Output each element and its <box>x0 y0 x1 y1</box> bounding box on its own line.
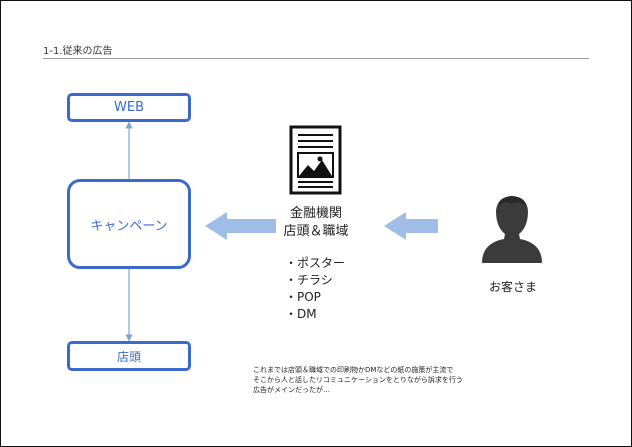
media-list: ・ポスター ・チラシ ・POP ・DM <box>285 255 345 323</box>
arrow-center-to-campaign <box>205 212 276 240</box>
list-item: ・チラシ <box>285 273 333 287</box>
campaign-box: キャンペーン <box>67 179 191 269</box>
list-item: ・ポスター <box>285 256 346 270</box>
center-label: 金融機関 店頭＆職域 <box>251 205 381 241</box>
arrow-customer-to-center <box>384 212 438 240</box>
center-line-2: 店頭＆職域 <box>283 224 349 239</box>
slide-title: 1-1.従来の広告 <box>43 46 113 57</box>
note-line: これまでは店頭＆職域での印刷物かDMなどの紙の施策が主流で <box>253 366 454 374</box>
store-box: 店頭 <box>67 341 191 371</box>
note-line: 広告がメインだったが… <box>253 386 330 394</box>
note-line: そこから人と話したリコミュニケーションをとりながら訴求を行う <box>253 376 463 384</box>
store-label: 店頭 <box>116 349 141 364</box>
list-item: ・DM <box>285 307 317 321</box>
web-label: WEB <box>114 100 144 115</box>
poster-document-icon <box>289 125 342 195</box>
campaign-label: キャンペーン <box>90 218 168 234</box>
note-text: これまでは店頭＆職域での印刷物かDMなどの紙の施策が主流で そこから人と話したリ… <box>253 365 463 395</box>
title-divider <box>43 58 589 59</box>
center-line-1: 金融機関 <box>289 206 342 221</box>
person-silhouette-icon <box>482 196 542 263</box>
web-box: WEB <box>67 93 191 122</box>
list-item: ・POP <box>285 290 321 304</box>
customer-label: お客さま <box>489 280 538 294</box>
